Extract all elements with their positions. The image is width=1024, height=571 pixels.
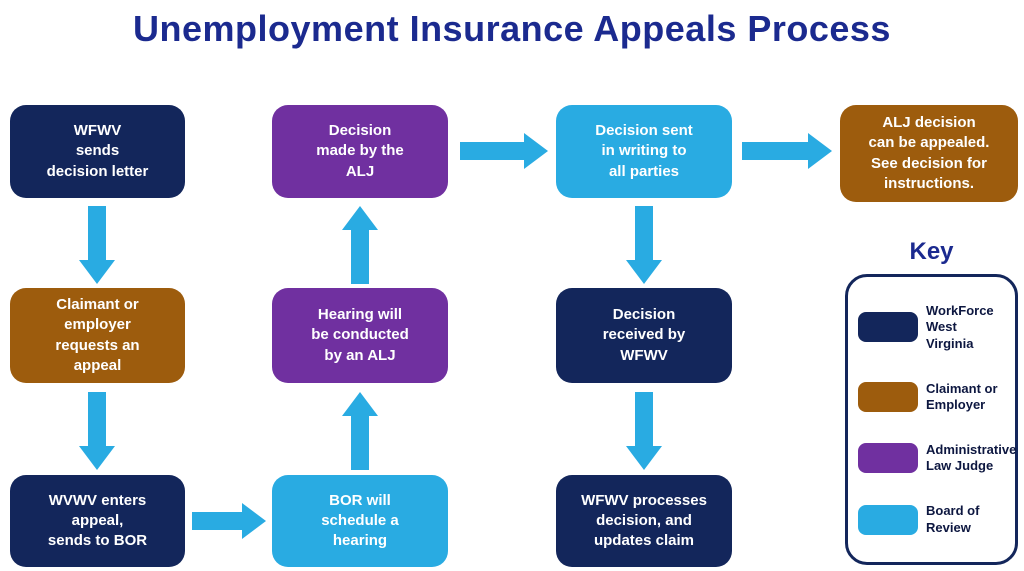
flow-box-wvwv-enters-appeal: WVWV enters appeal, sends to BOR	[10, 475, 185, 567]
arrow-head	[808, 133, 832, 169]
flow-box-decision-sent-all-parties: Decision sent in writing to all parties	[556, 105, 732, 198]
arrow-down-sent-to-received	[626, 206, 662, 284]
key-label: WorkForce West Virginia	[926, 303, 994, 351]
flow-box-hearing-conducted-by-alj: Hearing will be conducted by an ALJ	[272, 288, 448, 383]
key-item-claimant-employer: Claimant or Employer	[858, 381, 1005, 414]
flow-box-text: Hearing will be conducted by an ALJ	[311, 306, 409, 364]
key-label: Board of Review	[926, 503, 980, 535]
flow-box-alj-decision-appealable: ALJ decision can be appealed. See decisi…	[840, 105, 1018, 202]
flow-box-bor-schedules-hearing: BOR will schedule a hearing	[272, 475, 448, 567]
arrow-up-bor-to-hearing	[342, 392, 378, 470]
arrow-down-received-to-processes	[626, 392, 662, 470]
arrow-shaft	[88, 392, 106, 446]
flow-box-decision-received-wfwv: Decision received by WFWV	[556, 288, 732, 383]
key-title: Key	[909, 238, 954, 265]
flow-box-text: WVWV enters appeal, sends to BOR	[47, 491, 148, 550]
arrow-up-hearing-to-decision	[342, 206, 378, 284]
arrow-shaft	[351, 416, 369, 470]
flow-box-text: Claimant or employer requests an appeal	[55, 296, 140, 374]
arrow-right-decision-to-sent	[460, 133, 548, 169]
arrow-head	[242, 503, 266, 539]
key-swatch-brown	[858, 381, 918, 412]
arrow-right-wvwv-to-bor	[192, 503, 266, 539]
arrow-shaft	[192, 512, 242, 530]
flow-box-text: WFWV sends decision letter	[46, 122, 149, 180]
arrow-shaft	[351, 230, 369, 284]
arrow-shaft	[88, 206, 106, 260]
arrow-shaft	[742, 142, 808, 160]
key-label: Administrative Law Judge	[926, 442, 1017, 474]
flow-box-text: BOR will schedule a hearing	[321, 491, 399, 550]
arrow-right-sent-to-appealable	[742, 133, 832, 169]
flow-box-wfwv-processes-decision: WFWV processes decision, and updates cla…	[556, 475, 732, 567]
arrow-down-wfwv-to-claimant	[79, 206, 115, 284]
arrow-shaft	[635, 206, 653, 260]
arrow-head	[79, 446, 115, 470]
arrow-head	[626, 260, 662, 284]
flow-box-text: Decision received by WFWV	[602, 306, 686, 364]
key-label: Claimant or Employer	[926, 380, 998, 412]
arrow-head	[342, 206, 378, 230]
key-legend-box: WorkForce West Virginia Claimant or Empl…	[845, 274, 1018, 565]
arrow-shaft	[460, 142, 524, 160]
flow-box-text: ALJ decision can be appealed. See decisi…	[868, 114, 990, 192]
arrow-head	[79, 260, 115, 284]
key-item-board-of-review: Board of Review	[858, 503, 1005, 536]
key-swatch-navy	[858, 312, 918, 343]
key-item-administrative-law-judge: Administrative Law Judge	[858, 442, 1016, 475]
page-title: Unemployment Insurance Appeals Process	[133, 8, 891, 49]
flow-box-text: Decision sent in writing to all parties	[595, 122, 693, 180]
key-item-workforce: WorkForce West Virginia	[858, 303, 1005, 352]
arrow-shaft	[635, 392, 653, 446]
flow-box-decision-made-by-alj: Decision made by the ALJ	[272, 105, 448, 198]
arrow-head	[626, 446, 662, 470]
flow-box-text: WFWV processes decision, and updates cla…	[581, 491, 707, 550]
flow-box-text: Decision made by the ALJ	[316, 122, 404, 180]
arrow-head	[342, 392, 378, 416]
flow-box-claimant-requests-appeal: Claimant or employer requests an appeal	[10, 288, 185, 383]
key-swatch-cyan	[858, 504, 918, 535]
key-swatch-purple	[858, 443, 918, 474]
flow-box-wfwv-sends-letter: WFWV sends decision letter	[10, 105, 185, 198]
arrow-down-claimant-to-wvwv	[79, 392, 115, 470]
arrow-head	[524, 133, 548, 169]
